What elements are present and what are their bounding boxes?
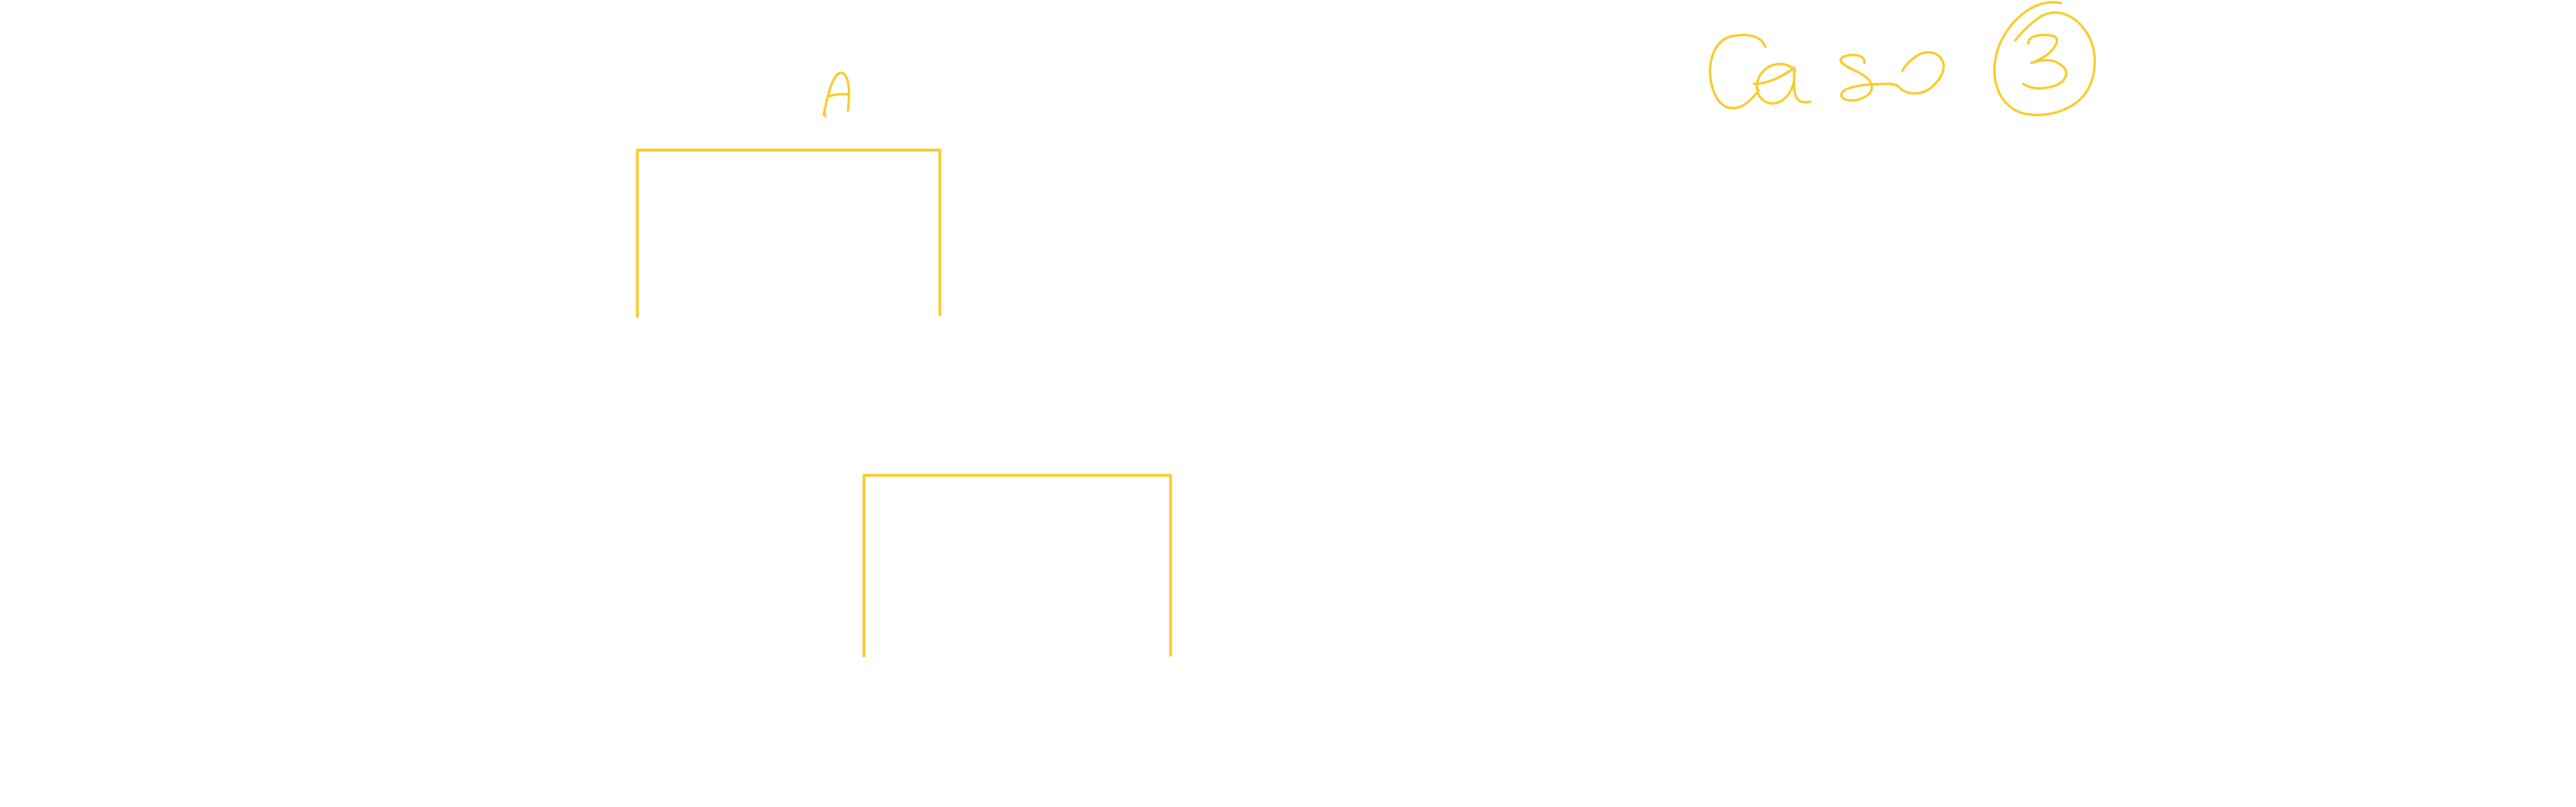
case-title-handwriting [1709, 33, 1945, 110]
case-number-badge [1993, 1, 2096, 116]
bracket-b [862, 474, 1172, 658]
bracket-a [636, 148, 941, 318]
label-a [822, 71, 850, 118]
circle-outline-icon [1993, 1, 2096, 116]
